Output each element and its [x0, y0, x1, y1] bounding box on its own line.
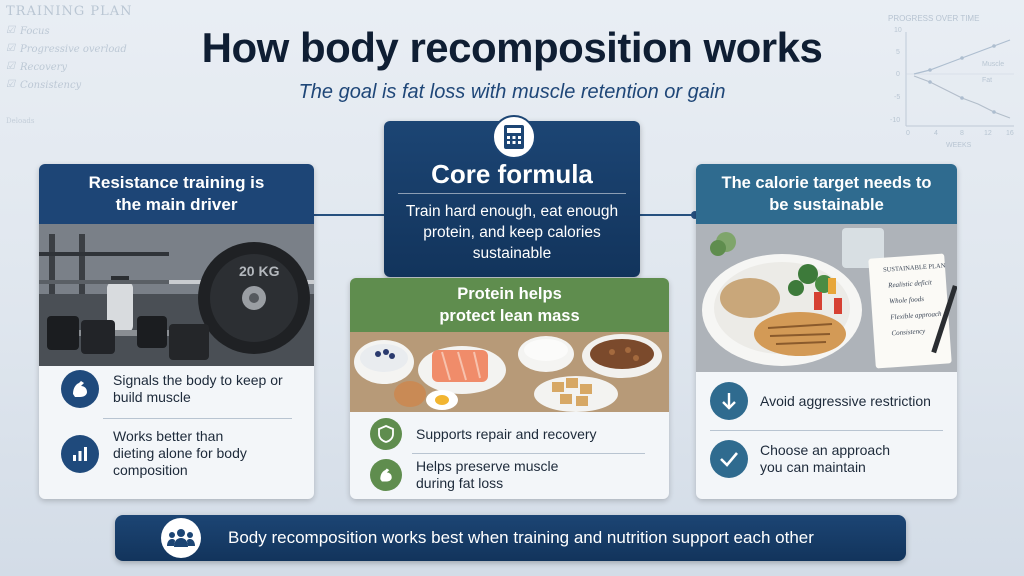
card-title: Protein helps protect lean mass — [350, 278, 669, 332]
training-plan-item: Focus — [6, 25, 166, 37]
protein-card: Protein helps protect lean mass Supports… — [350, 278, 669, 499]
training-plan-title: TRAINING PLAN — [6, 4, 133, 19]
plate-label: 20 KG — [239, 263, 280, 279]
gym-photo: 20 KG — [39, 224, 314, 366]
x-tick: 0 — [906, 130, 910, 137]
shield-icon — [370, 418, 402, 450]
y-tick: -5 — [894, 94, 900, 101]
training-plan-sketch: TRAINING PLAN Focus Progressive overload… — [6, 4, 166, 154]
legend-muscle: Muscle — [982, 61, 1004, 68]
divider — [103, 418, 292, 419]
training-plan-item: Progressive overload — [6, 43, 166, 55]
notepad-item: Whole foods — [889, 295, 925, 305]
calorie-item-text: Avoid aggressive restriction — [760, 392, 931, 409]
notepad-item: Realistic deficit — [887, 278, 933, 289]
core-formula-card: Core formula Train hard enough, eat enou… — [384, 115, 640, 277]
group-icon — [161, 518, 201, 558]
connector-dot — [691, 211, 699, 219]
progress-chart-graphic: 10 5 0 -5 -10 0 4 8 12 16 WEEKS Muscle F… — [890, 27, 1014, 149]
legend-fat: Fat — [982, 77, 992, 84]
banner-text: Body recomposition works best when train… — [228, 528, 814, 547]
summary-banner: Body recomposition works best when train… — [115, 515, 906, 561]
checkmark-icon — [710, 440, 748, 478]
flexed-arm-icon — [370, 459, 402, 491]
x-tick: 4 — [934, 130, 938, 137]
progress-chart-title: PROGRESS OVER TIME — [888, 14, 980, 23]
divider — [412, 453, 645, 454]
flexed-arm-icon — [61, 370, 99, 408]
bar-chart-icon — [61, 434, 99, 473]
training-plan-item: Recovery — [6, 61, 166, 73]
page-subtitle: The goal is fat loss with muscle retenti… — [298, 81, 726, 103]
protein-foods-photo — [350, 332, 669, 412]
x-tick: 8 — [960, 130, 964, 137]
progress-chart-sketch: PROGRESS OVER TIME 10 5 0 -5 -10 0 4 8 1… — [826, 4, 1016, 154]
page-title: How body recomposition works — [201, 24, 823, 71]
resistance-training-card: Resistance training is the main driver 2… — [39, 164, 314, 499]
training-item-text: Works better than dieting alone for body… — [113, 428, 247, 478]
y-tick: -10 — [890, 117, 900, 124]
x-tick: 12 — [984, 130, 992, 137]
training-plan-extra: Deloads — [6, 117, 35, 125]
connector-left — [314, 214, 384, 216]
training-plan-item: Consistency — [6, 79, 166, 91]
training-item-text: Signals the body to keep or build muscle — [113, 372, 283, 405]
formula-body: Train hard enough, eat enough protein, a… — [405, 203, 619, 262]
calorie-target-card: The calorie target needs to be sustainab… — [696, 164, 957, 499]
notepad-title: SUSTAINABLE PLAN — [883, 262, 946, 273]
calorie-item-text: Choose an approach you can maintain — [760, 442, 890, 475]
calculator-icon — [492, 115, 536, 159]
y-tick: 0 — [896, 71, 900, 78]
divider — [710, 430, 943, 431]
notepad-item: Consistency — [891, 327, 926, 337]
meal-photo: SUSTAINABLE PLAN Realistic deficit Whole… — [696, 224, 957, 372]
formula-divider — [398, 193, 626, 194]
formula-title: Core formula — [431, 159, 593, 189]
arrow-down-icon — [710, 382, 748, 420]
notepad-item: Flexible approach — [889, 310, 942, 322]
x-axis-label: WEEKS — [946, 142, 972, 149]
connector-right — [640, 214, 695, 216]
card-title: Resistance training is the main driver — [39, 164, 314, 224]
y-tick: 5 — [896, 49, 900, 56]
y-tick: 10 — [894, 27, 902, 34]
card-title: The calorie target needs to be sustainab… — [696, 164, 957, 224]
x-tick: 16 — [1006, 130, 1014, 137]
protein-item-text: Supports repair and recovery — [416, 425, 597, 442]
protein-item-text: Helps preserve muscle during fat loss — [416, 458, 559, 491]
